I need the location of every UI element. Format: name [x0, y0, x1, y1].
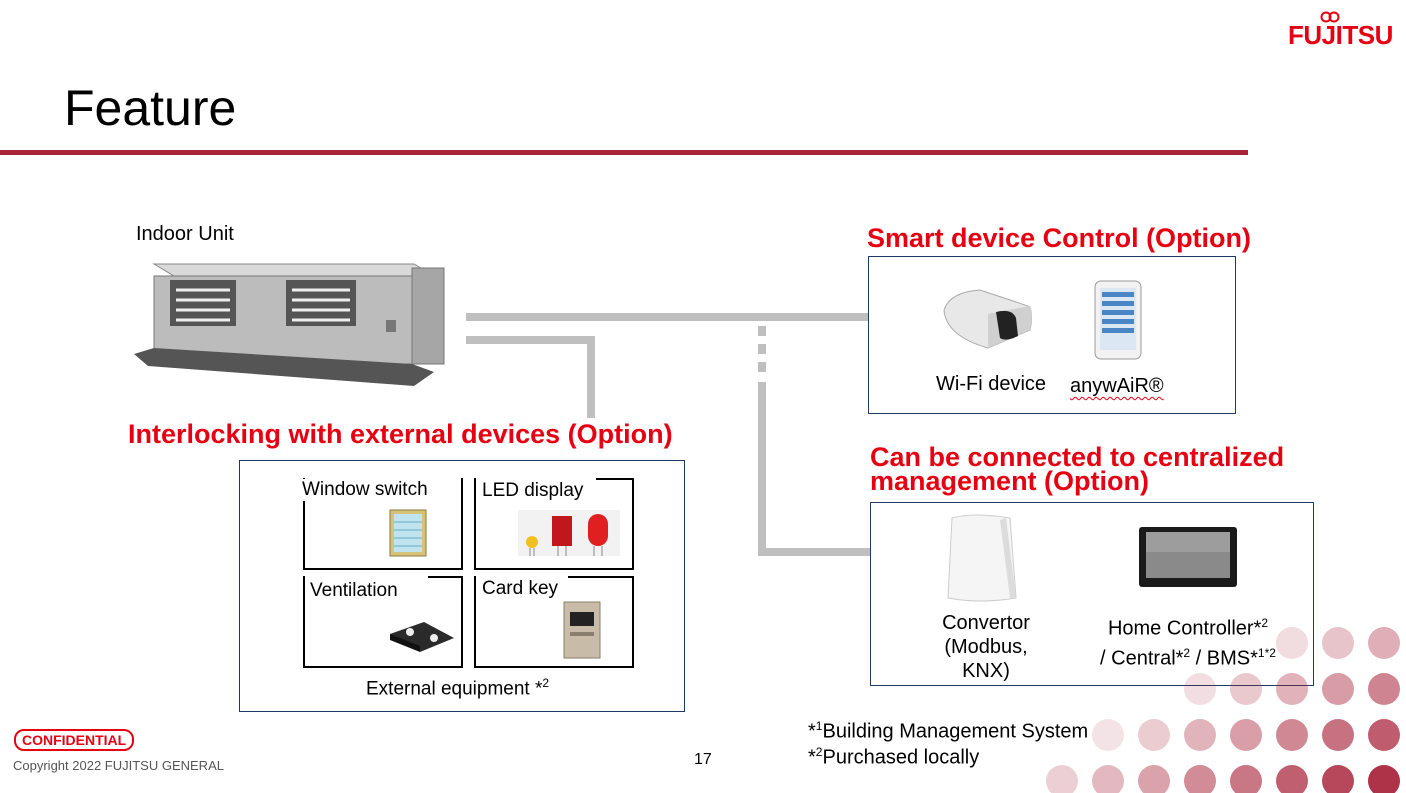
central-box — [870, 502, 1314, 686]
window-switch-card — [303, 478, 463, 570]
decorative-dot — [1368, 627, 1400, 659]
convertor-image — [947, 514, 1017, 602]
page-number: 17 — [694, 751, 712, 768]
card-key-label: Card key — [482, 578, 559, 599]
decorative-dot — [1322, 673, 1354, 705]
decorative-dot — [1184, 765, 1216, 793]
anywair-label: anywAiR® — [1070, 375, 1164, 397]
decorative-dot — [1368, 719, 1400, 751]
wire-to-wifi — [466, 313, 942, 321]
wire-to-interlock-v — [587, 336, 595, 418]
decorative-dot — [1230, 673, 1262, 705]
window-switch-label: Window switch — [302, 479, 428, 501]
wire-dash-1 — [758, 326, 766, 336]
decorative-dot — [1322, 765, 1354, 793]
decorative-dot — [1184, 673, 1216, 705]
led-display-image — [518, 510, 620, 556]
wire-to-central-v — [758, 382, 766, 554]
smart-device-heading: Smart device Control (Option) — [867, 223, 1252, 253]
led-display-label: LED display — [482, 480, 584, 501]
wifi-device-label: Wi-Fi device — [936, 373, 1047, 395]
interlock-heading: Interlocking with external devices (Opti… — [128, 419, 673, 449]
card-key-card — [474, 576, 634, 668]
fujitsu-logo: FUJITSU — [1288, 20, 1393, 50]
led-display-card — [474, 478, 634, 570]
decorative-dot — [1276, 719, 1308, 751]
decorative-dot — [1230, 765, 1262, 793]
central-heading-line1: Can be connected to centralized — [870, 442, 1285, 472]
convertor-label: Convertor(Modbus, KNX) — [942, 612, 1030, 682]
decorative-dots — [1046, 627, 1400, 793]
decorative-dot — [1368, 765, 1400, 793]
decorative-dot — [1184, 719, 1216, 751]
decorative-dot — [1092, 765, 1124, 793]
indoor-unit-image — [134, 263, 445, 386]
wire-dash-3 — [758, 362, 766, 372]
decorative-dot — [1230, 719, 1262, 751]
confidential-badge: CONFIDENTIAL — [14, 729, 135, 751]
indoor-unit-label: Indoor Unit — [136, 223, 234, 245]
central-heading-line2: management (Option) — [870, 466, 1150, 496]
decorative-dot — [1368, 673, 1400, 705]
ventilation-image — [390, 622, 454, 652]
decorative-dot — [1092, 719, 1124, 751]
home-controller-image — [1139, 527, 1237, 587]
decorative-dot — [1138, 719, 1170, 751]
decorative-dot — [1276, 765, 1308, 793]
decorative-dot — [1322, 627, 1354, 659]
ventilation-label: Ventilation — [310, 580, 398, 601]
footnote-2: *2Purchased locally — [808, 745, 980, 769]
footnote-1: *1Building Management System — [808, 719, 1089, 743]
smart-device-box — [868, 256, 1236, 414]
wire-to-central-h — [758, 548, 944, 556]
home-controller-label: Home Controller*2 / Central*2 / BMS*1*2 — [1100, 616, 1276, 670]
wire-dash-2 — [758, 344, 766, 354]
page-title: Feature — [64, 80, 237, 136]
title-rule — [0, 150, 1248, 155]
wifi-device-image — [943, 289, 1033, 349]
ventilation-card — [303, 576, 463, 668]
copyright-text: Copyright 2022 FUJITSU GENERAL — [13, 758, 224, 773]
wire-to-interlock-h — [466, 336, 594, 344]
decorative-dot — [1322, 719, 1354, 751]
decorative-dot — [1276, 627, 1308, 659]
card-key-image — [563, 601, 601, 659]
decorative-dot — [1276, 673, 1308, 705]
decorative-dot — [1046, 765, 1078, 793]
window-switch-image — [389, 509, 427, 557]
external-equipment-label: External equipment *2 — [366, 676, 550, 700]
anywair-tablet-image — [1094, 280, 1142, 360]
decorative-dot — [1138, 765, 1170, 793]
logo-infinity-icon — [1320, 11, 1340, 23]
